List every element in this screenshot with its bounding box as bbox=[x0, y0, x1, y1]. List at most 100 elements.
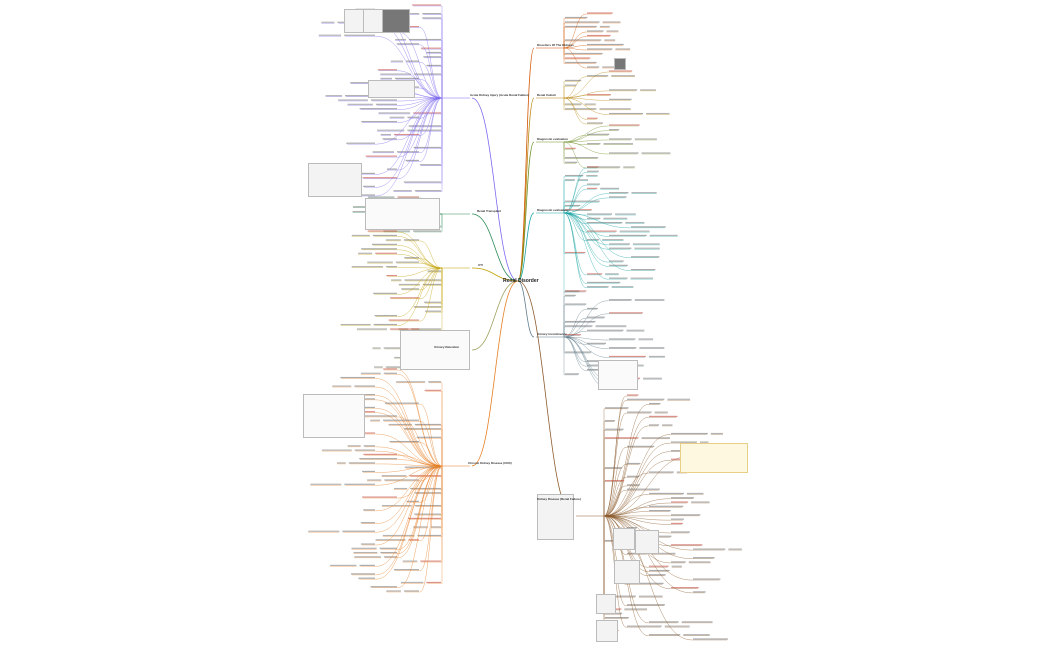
leaf-text-kidney-disease bbox=[693, 548, 726, 550]
leaf-text-diagnostic-evaluation-2 bbox=[649, 234, 678, 237]
leaf-text-renal-calculi bbox=[587, 75, 609, 77]
branch-connector-kidney-disease-leaf bbox=[603, 515, 693, 641]
leaf-text-diagnostic-evaluation-2 bbox=[587, 281, 621, 284]
leaf-text-renal-calculi bbox=[599, 108, 631, 110]
leaf-text-chronic-kidney-disease bbox=[428, 381, 441, 383]
leaf-text-acute-kidney-injury bbox=[350, 82, 375, 84]
branch-diagnostic-evaluation-2[interactable]: Diagnostic evaluation bbox=[537, 208, 569, 212]
leaf-text-acute-kidney-injury bbox=[396, 43, 419, 45]
branch-diagnostic-evaluation[interactable]: Diagnostic evaluation bbox=[537, 137, 569, 141]
flowchart-diagram bbox=[368, 80, 415, 98]
leaf-text-disorders-of-the-kidneys bbox=[602, 21, 621, 23]
branch-connector-diagnostic-evaluation bbox=[517, 141, 535, 282]
leaf-text-acute-kidney-injury bbox=[394, 133, 419, 136]
leaf-text-diagnostic-evaluation-2 bbox=[587, 166, 599, 168]
leaf-text-uti bbox=[367, 261, 393, 263]
branch-connector-uti-leaf bbox=[419, 263, 443, 269]
leaf-text-acute-kidney-injury bbox=[360, 194, 375, 196]
leaf-text-uti bbox=[413, 306, 441, 308]
branch-connector-diagnostic-evaluation-2-leaf bbox=[563, 212, 587, 288]
leaf-text-uti bbox=[403, 239, 419, 241]
leaf-text-acute-kidney-injury bbox=[426, 51, 441, 54]
branch-connector-diagnostic-evaluation-2 bbox=[517, 212, 535, 282]
leaf-text-kidney-disease bbox=[686, 492, 704, 495]
branch-connector-diagnostic-evaluation-leaf bbox=[563, 135, 587, 143]
branch-renal-calculi[interactable]: Renal Calculi bbox=[537, 93, 556, 97]
leaf-text-chronic-kidney-disease bbox=[403, 590, 419, 592]
branch-connector-uti-leaf bbox=[397, 245, 443, 269]
leaf-text-kidney-disease bbox=[641, 437, 670, 439]
leaf-text-kidney-disease bbox=[671, 514, 701, 516]
leaf-text-diagnostic-evaluation bbox=[609, 138, 632, 140]
leaf-text-kidney-disease bbox=[649, 569, 670, 572]
root-topic[interactable]: Renal Disorder bbox=[503, 278, 539, 284]
branch-connector-disorders-of-the-kidneys-leaf bbox=[563, 47, 587, 51]
leaf-text-kidney-disease bbox=[664, 625, 690, 627]
note-box-ckd bbox=[680, 443, 748, 473]
leaf-text-kidney-disease bbox=[683, 634, 710, 636]
leaf-text-chronic-kidney-disease bbox=[382, 534, 415, 537]
leaf-text-kidney-disease bbox=[693, 557, 715, 559]
leaf-text-kidney-disease bbox=[649, 424, 660, 426]
leaf-text-diagnostic-evaluation-2 bbox=[565, 209, 592, 211]
leaf-text-chronic-kidney-disease bbox=[363, 509, 375, 511]
leaf-text-chronic-kidney-disease bbox=[393, 569, 419, 571]
leaf-text-diagnostic-evaluation-2 bbox=[609, 196, 627, 198]
leaf-text-chronic-kidney-disease bbox=[358, 577, 375, 579]
leaf-text-kidney-disease bbox=[671, 561, 686, 563]
leaf-text-chronic-kidney-disease bbox=[359, 458, 397, 460]
leaf-text-disorders-of-the-kidneys bbox=[587, 30, 604, 32]
leaf-text-acute-kidney-injury bbox=[408, 38, 441, 41]
branch-acute-kidney-injury[interactable]: Acute Kidney Injury (Acute Renal Failure… bbox=[470, 93, 530, 97]
leaf-text-diagnostic-evaluation-2 bbox=[587, 230, 617, 232]
leaf-text-kidney-disease bbox=[649, 505, 684, 507]
branch-connector-diagnostic-evaluation-leaf bbox=[563, 141, 609, 155]
leaf-text-uti bbox=[398, 283, 420, 286]
leaf-text-kidney-disease bbox=[649, 415, 678, 418]
leaf-text-chronic-kidney-disease bbox=[351, 547, 377, 549]
branch-connector-chronic-kidney-disease-leaf bbox=[419, 465, 443, 541]
leaf-text-diagnostic-evaluation-2 bbox=[609, 277, 628, 279]
leaf-text-acute-kidney-injury bbox=[395, 38, 406, 41]
leaf-text-diagnostic-evaluation-2 bbox=[586, 174, 598, 177]
leaf-text-acute-kidney-injury bbox=[419, 164, 441, 166]
dialysis-image-4 bbox=[596, 594, 616, 614]
leaf-text-urinary-incontinence bbox=[609, 355, 646, 358]
leaf-text-disorders-of-the-kidneys bbox=[606, 30, 619, 32]
leaf-text-kidney-disease bbox=[688, 561, 711, 563]
leaf-text-urinary-incontinence bbox=[639, 347, 665, 349]
leaf-text-chronic-kidney-disease bbox=[414, 513, 441, 515]
branch-connector-chronic-kidney-disease-leaf bbox=[375, 412, 443, 467]
leaf-text-diagnostic-evaluation-2 bbox=[587, 221, 623, 224]
leaf-text-kidney-disease bbox=[627, 484, 640, 486]
leaf-text-chronic-kidney-disease bbox=[386, 590, 401, 592]
branch-kidney-disease[interactable]: Kidney Disease (Renal Failure) bbox=[537, 497, 581, 501]
leaf-text-diagnostic-evaluation-2 bbox=[634, 247, 660, 249]
branch-chronic-kidney-disease[interactable]: Chronic Kidney Disease (CKD) bbox=[468, 461, 512, 465]
branch-connector-diagnostic-evaluation-leaf bbox=[563, 125, 609, 143]
branch-connector-chronic-kidney-disease-leaf bbox=[397, 465, 443, 554]
leaf-text-disorders-of-the-kidneys bbox=[602, 66, 616, 68]
leaf-text-diagnostic-evaluation-2 bbox=[565, 174, 584, 177]
branch-urinary-incontinence[interactable]: Urinary incontinence bbox=[537, 332, 567, 336]
branch-renal-transplant[interactable]: Renal Transplant bbox=[477, 209, 502, 213]
leaf-text-urinary-incontinence bbox=[609, 299, 632, 301]
leaf-text-urinary-incontinence bbox=[643, 377, 662, 379]
branch-connector-renal-calculi-leaf bbox=[563, 97, 609, 115]
dialysis-image-3 bbox=[614, 560, 640, 584]
branch-urinary-retention[interactable]: Urinary Retention bbox=[434, 345, 460, 349]
branch-connector-renal-transplant bbox=[471, 213, 519, 282]
note-box-incontinence bbox=[598, 360, 638, 390]
leaf-text-urinary-incontinence bbox=[634, 299, 665, 301]
leaf-text-acute-kidney-injury bbox=[406, 60, 419, 62]
leaf-text-chronic-kidney-disease bbox=[360, 522, 375, 524]
branch-connector-kidney-disease-leaf bbox=[603, 472, 649, 517]
leaf-text-diagnostic-evaluation-2 bbox=[609, 243, 630, 245]
leaf-text-chronic-kidney-disease bbox=[360, 543, 375, 545]
leaf-text-diagnostic-evaluation bbox=[641, 152, 671, 154]
leaf-text-uti bbox=[404, 257, 419, 259]
leaf-text-diagnostic-evaluation-2 bbox=[630, 277, 653, 279]
branch-disorders-of-the-kidneys[interactable]: Disorders Of The Kidneys bbox=[537, 43, 574, 47]
branch-uti[interactable]: UTI bbox=[478, 263, 483, 267]
leaf-text-kidney-disease bbox=[627, 411, 652, 413]
